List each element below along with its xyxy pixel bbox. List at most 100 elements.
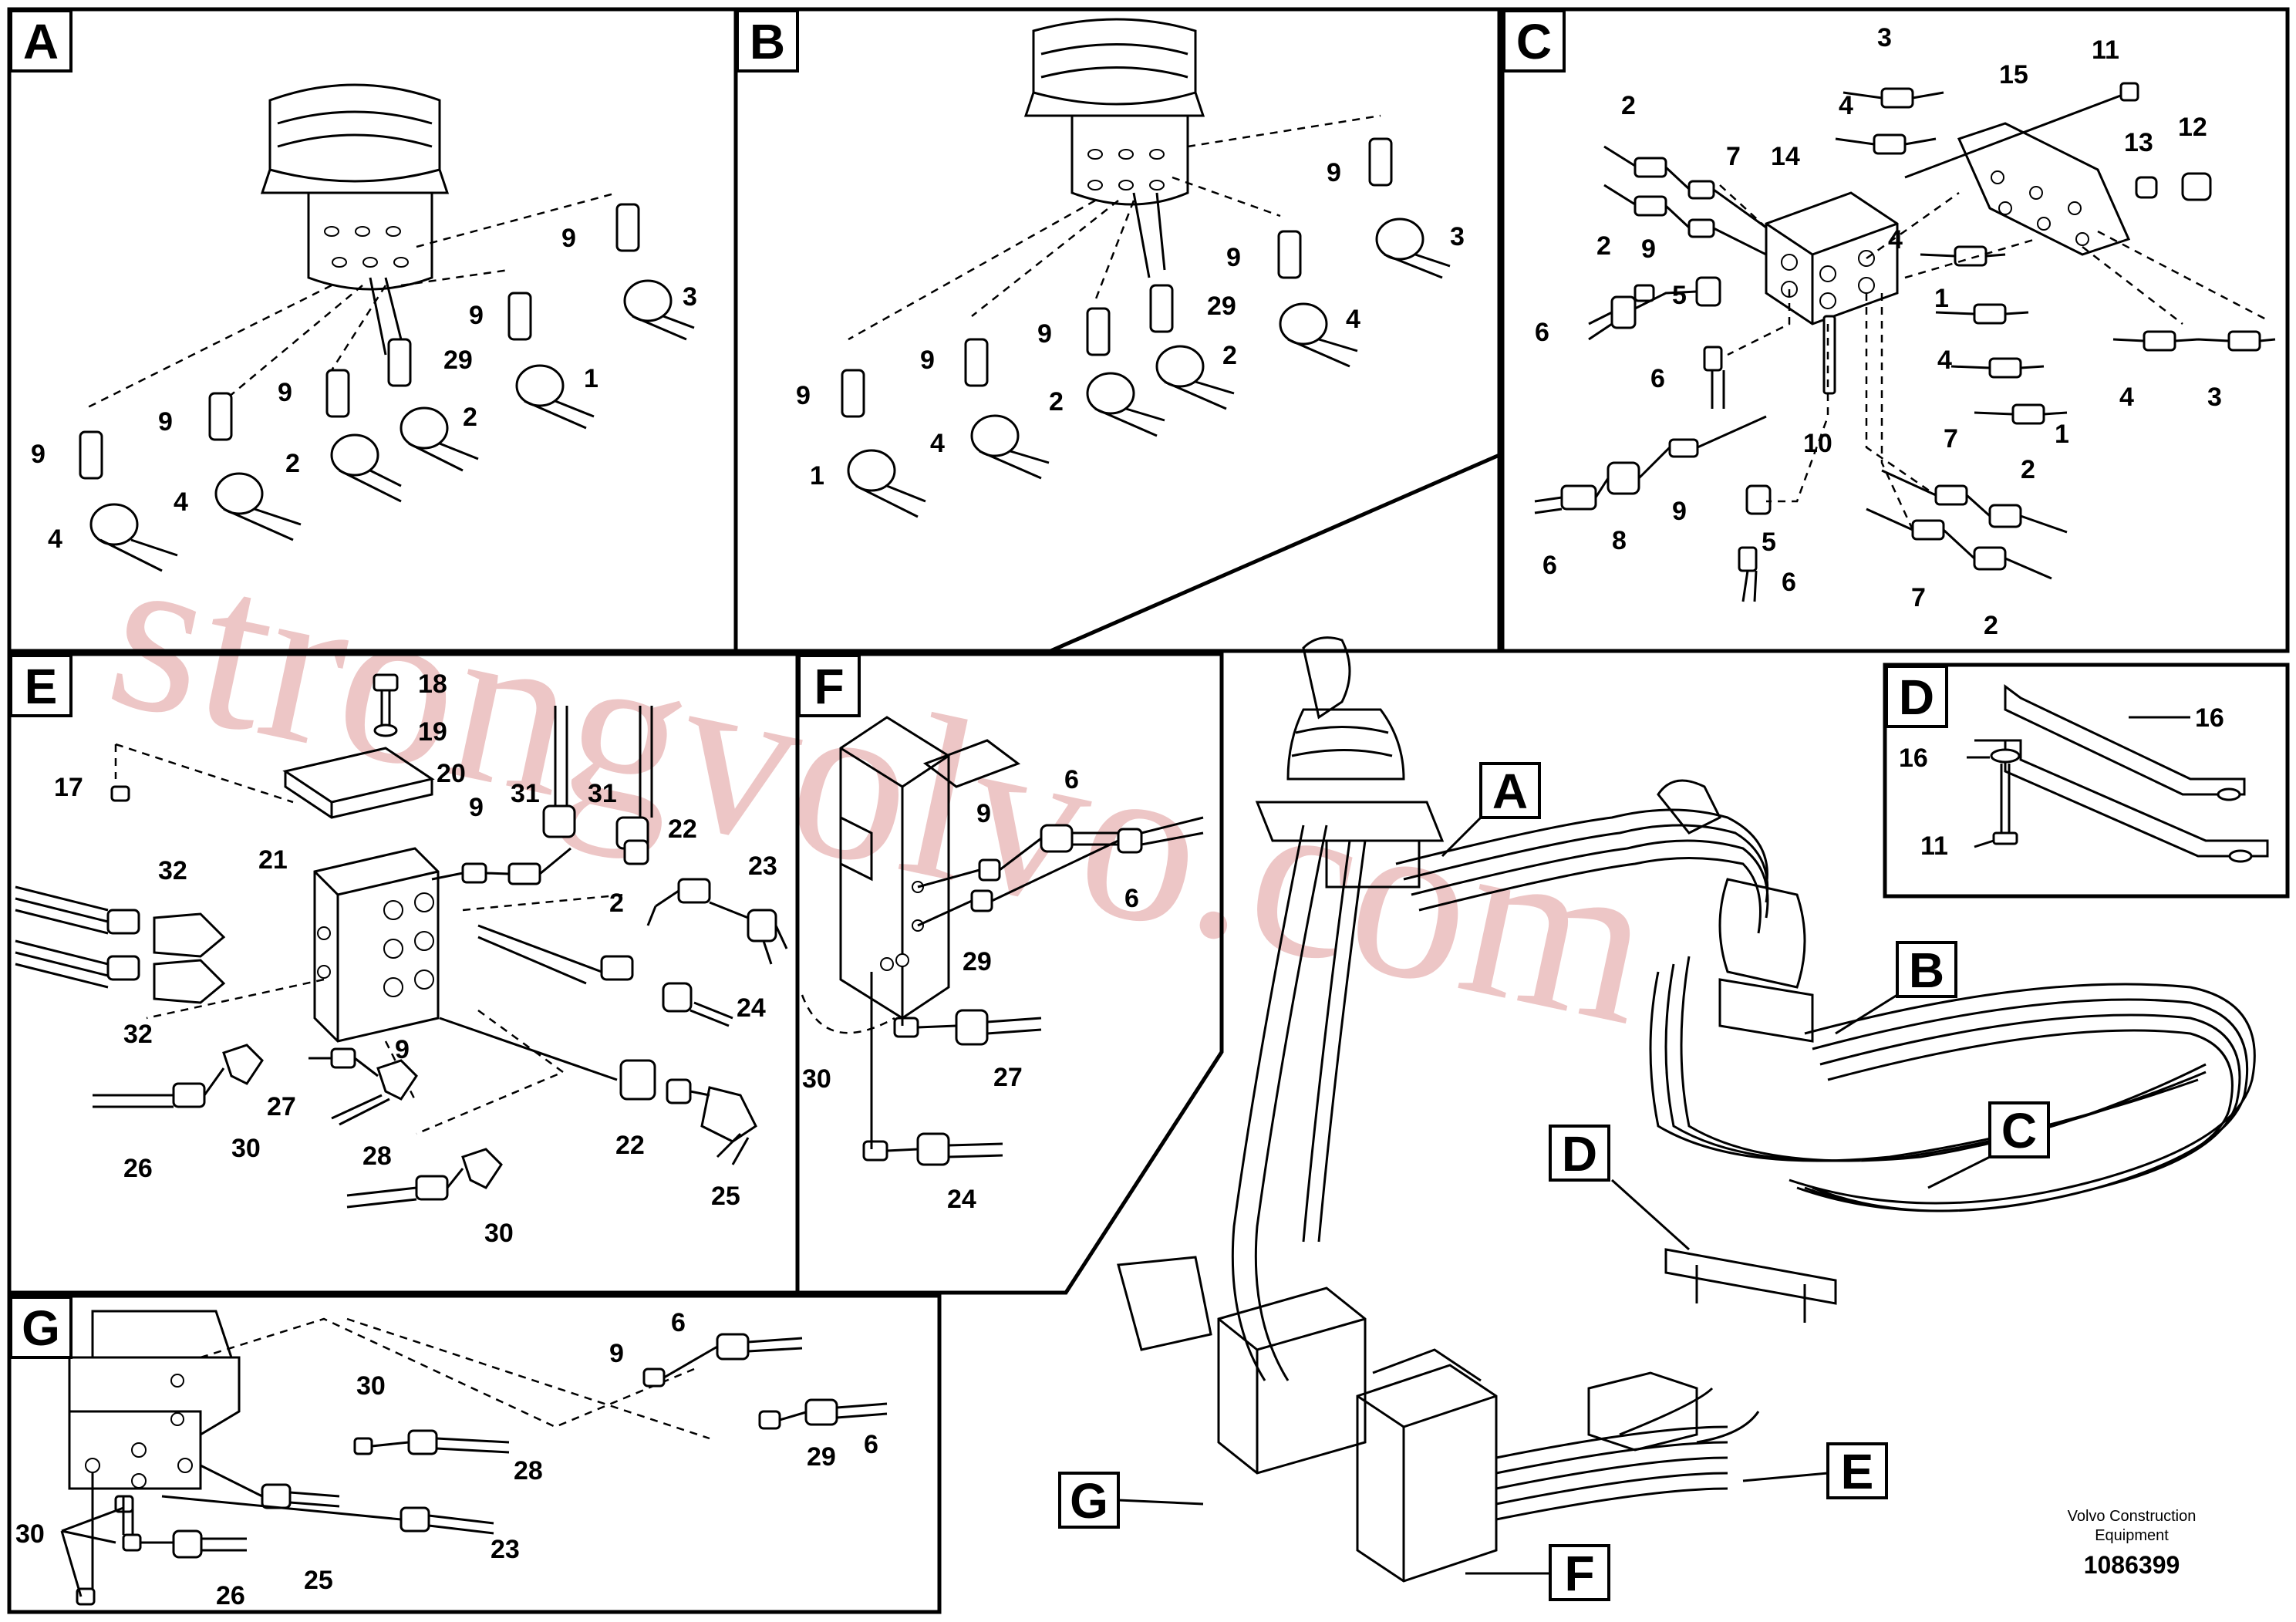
part-number-label: 6 bbox=[1124, 884, 1139, 913]
panel-c-labels: 3 4 2 2 7 14 15 11 13 12 4 9 5 6 6 1 4 4… bbox=[1535, 23, 2222, 640]
panel-b-frame bbox=[733, 7, 1502, 653]
part-number-label: 2 bbox=[1596, 231, 1611, 261]
part-number-label: 5 bbox=[1672, 281, 1687, 310]
part-number-label: 19 bbox=[418, 717, 447, 747]
part-number-label: 9 bbox=[1226, 243, 1241, 272]
part-number-label: 30 bbox=[15, 1519, 45, 1549]
part-number-label: 3 bbox=[1450, 222, 1465, 251]
callout-f: F bbox=[1564, 1546, 1594, 1601]
part-number-label: 26 bbox=[123, 1154, 153, 1183]
part-number-label: 9 bbox=[1641, 234, 1656, 264]
panel-d-labels: 16 16 11 bbox=[1899, 703, 2224, 861]
section-label-b: B bbox=[750, 14, 785, 69]
panel-g-frame bbox=[7, 1293, 942, 1614]
panel-c-drawing: 3 4 2 2 7 14 15 11 13 12 4 9 5 6 6 1 4 4… bbox=[1534, 23, 2276, 640]
part-number-label: 9 bbox=[469, 301, 484, 330]
part-number-label: 17 bbox=[54, 773, 83, 802]
part-number-label: 7 bbox=[1911, 583, 1926, 612]
callout-g: G bbox=[1070, 1473, 1108, 1529]
part-number-label: 22 bbox=[615, 1131, 645, 1160]
part-number-label: 30 bbox=[802, 1064, 831, 1094]
part-number-label: 22 bbox=[668, 814, 697, 844]
panel-d-frame bbox=[1883, 663, 2290, 899]
part-number-label: 11 bbox=[2092, 35, 2119, 65]
part-number-label: 29 bbox=[443, 346, 473, 375]
part-number-label: 28 bbox=[362, 1141, 392, 1171]
part-number-label: 31 bbox=[588, 779, 617, 808]
part-number-label: 6 bbox=[1535, 318, 1549, 347]
part-number-label: 23 bbox=[748, 851, 777, 881]
section-letters: A B C D E F G bbox=[9, 9, 1948, 1359]
part-number-label: 9 bbox=[158, 407, 173, 437]
panel-a-fittings bbox=[79, 203, 673, 546]
section-label-f: F bbox=[814, 659, 844, 714]
part-number-label: 30 bbox=[356, 1371, 386, 1401]
part-number-label: 3 bbox=[1877, 23, 1892, 52]
part-number-label: 13 bbox=[2124, 128, 2153, 157]
section-label-e: E bbox=[25, 659, 58, 714]
part-number-label: 2 bbox=[1049, 387, 1064, 416]
part-number-label: 15 bbox=[1999, 60, 2028, 89]
part-number-label: 20 bbox=[437, 759, 466, 788]
part-number-label: 29 bbox=[963, 947, 992, 976]
panel-frames bbox=[7, 7, 2290, 1614]
part-number-label: 4 bbox=[174, 487, 188, 517]
footer-company: Volvo Construction bbox=[2068, 1508, 2197, 1525]
part-number-label: 27 bbox=[993, 1063, 1023, 1092]
part-number-label: 4 bbox=[930, 429, 945, 458]
part-number-label: 4 bbox=[2119, 383, 2134, 412]
part-number-label: 9 bbox=[609, 1339, 624, 1368]
part-number-label: 4 bbox=[1346, 305, 1360, 334]
part-number-label: 9 bbox=[395, 1035, 410, 1064]
panel-b-labels: 9 9 9 9 9 9 1 4 2 2 29 4 3 bbox=[796, 158, 1465, 491]
part-number-label: 8 bbox=[1612, 526, 1627, 555]
part-number-label: 24 bbox=[737, 993, 766, 1023]
part-number-label: 6 bbox=[1064, 765, 1079, 794]
part-number-label: 27 bbox=[267, 1092, 296, 1121]
part-number-label: 29 bbox=[1207, 292, 1236, 321]
part-number-label: 6 bbox=[1650, 364, 1665, 393]
part-number-label: 9 bbox=[976, 799, 991, 828]
part-number-label: 2 bbox=[1222, 341, 1237, 370]
part-number-label: 9 bbox=[561, 224, 576, 253]
part-number-label: 21 bbox=[258, 845, 288, 875]
part-number-label: 6 bbox=[864, 1430, 878, 1459]
part-number-label: 7 bbox=[1726, 142, 1741, 171]
part-number-label: 6 bbox=[1542, 551, 1557, 580]
panel-d-drawing: 16 16 11 bbox=[1899, 684, 2269, 863]
watermark-text: strongvolvo.com bbox=[91, 498, 1672, 1074]
part-number-label: 9 bbox=[920, 346, 935, 375]
part-number-label: 32 bbox=[158, 856, 187, 885]
part-number-label: 4 bbox=[1888, 225, 1903, 255]
part-number-label: 11 bbox=[1920, 831, 1948, 861]
part-number-label: 14 bbox=[1771, 142, 1800, 171]
part-number-label: 1 bbox=[584, 364, 598, 393]
part-number-label: 16 bbox=[1899, 744, 1928, 773]
part-number-label: 2 bbox=[2021, 455, 2035, 484]
footer-company-line2: Equipment bbox=[2095, 1527, 2169, 1544]
panel-b-diagonal bbox=[1050, 453, 1500, 653]
footer-doc-number: 1086399 bbox=[2084, 1551, 2180, 1579]
part-number-label: 30 bbox=[231, 1134, 261, 1163]
part-number-label: 9 bbox=[1672, 497, 1687, 526]
part-number-label: 24 bbox=[947, 1185, 976, 1214]
part-number-label: 12 bbox=[2178, 113, 2207, 142]
part-number-label: 7 bbox=[1944, 424, 1958, 454]
panel-b-fittings bbox=[841, 137, 1424, 492]
callout-d: D bbox=[1562, 1126, 1597, 1182]
panel-g-labels: 9 6 30 6 28 29 30 23 26 25 bbox=[15, 1308, 878, 1610]
main-assembly: A B C D E F G bbox=[1058, 636, 2256, 1601]
part-number-label: 18 bbox=[418, 669, 447, 699]
panel-b-drawing: 9 9 9 9 9 9 1 4 2 2 29 4 3 bbox=[796, 18, 1465, 518]
part-number-label: 1 bbox=[810, 461, 824, 491]
panel-f-frame bbox=[795, 652, 1224, 1295]
callout-a: A bbox=[1492, 764, 1528, 819]
panel-g-drawing: 9 6 30 6 28 29 30 23 26 25 bbox=[15, 1308, 888, 1610]
part-number-label: 5 bbox=[1762, 528, 1776, 557]
part-number-label: 2 bbox=[463, 403, 477, 432]
part-number-label: 1 bbox=[2055, 420, 2069, 449]
part-number-label: 31 bbox=[511, 779, 540, 808]
part-number-label: 26 bbox=[216, 1581, 245, 1610]
part-number-label: 2 bbox=[1984, 611, 1998, 640]
part-number-label: 10 bbox=[1803, 429, 1832, 458]
